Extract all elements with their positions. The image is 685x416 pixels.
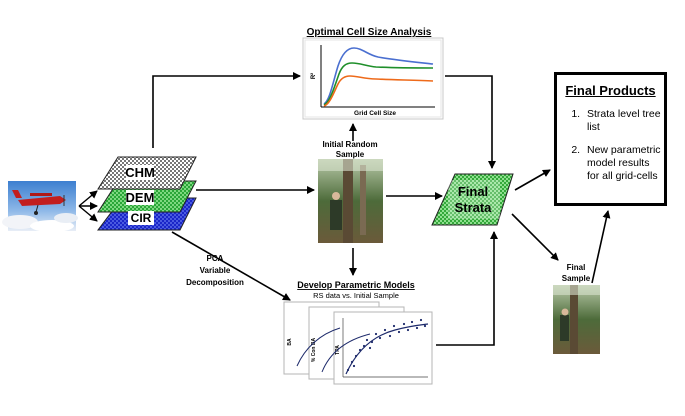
optimal-ylabel: R² bbox=[310, 73, 317, 79]
final-products-item-2: New parametric model results for all gri… bbox=[583, 144, 664, 183]
optimal-curve-blue bbox=[323, 47, 434, 105]
arrow-strata-to-final-sample bbox=[511, 213, 559, 261]
arrow-optimal-to-strata bbox=[445, 75, 496, 169]
final-strata-label-2: Strata bbox=[455, 200, 493, 215]
pca-label-1: PCA bbox=[207, 254, 224, 263]
plot-tpa: TPA bbox=[333, 311, 433, 385]
final-sample-label-1: Final bbox=[567, 263, 586, 272]
optimal-chart-title: Optimal Cell Size Analysis bbox=[307, 27, 432, 38]
final-products-title: Final Products bbox=[565, 83, 656, 98]
pca-label-2: Variable bbox=[200, 266, 231, 275]
plot-con-ba-label: % Con BA bbox=[311, 338, 317, 363]
optimal-curve-green bbox=[323, 62, 434, 106]
arrow-chm-to-optimal bbox=[152, 72, 301, 148]
parametric-plots: BA % Con BA TPA bbox=[283, 301, 433, 385]
final-products-item-1: Strata level tree list bbox=[583, 108, 664, 134]
dem-label: DEM bbox=[126, 190, 155, 205]
parametric-subtitle: RS data vs. Initial Sample bbox=[313, 291, 399, 300]
plane-to-layers-arrows bbox=[78, 190, 98, 222]
arrow-strata-to-products bbox=[514, 169, 551, 191]
pca-label-3: Decomposition bbox=[186, 278, 244, 287]
optimal-curve-orange bbox=[323, 75, 434, 107]
final-strata-shape bbox=[431, 173, 514, 226]
final-products-box: Final Products Strata level tree list Ne… bbox=[554, 72, 667, 206]
flow-arrows bbox=[152, 72, 611, 346]
plot-tpa-points bbox=[346, 318, 427, 372]
initial-sample-label-2: Sample bbox=[336, 150, 365, 159]
initial-sample-photo bbox=[318, 159, 383, 243]
parametric-title: Develop Parametric Models bbox=[297, 280, 415, 290]
optimal-cell-size-chart: Optimal Cell Size Analysis R² Grid Cell … bbox=[302, 27, 444, 120]
optimal-xlabel: Grid Cell Size bbox=[354, 110, 396, 117]
final-sample-photo bbox=[553, 285, 600, 354]
arrow-cir-to-models bbox=[171, 231, 291, 301]
cir-label: CIR bbox=[131, 211, 152, 225]
layer-stack: CHM DEM CIR bbox=[97, 156, 197, 231]
airplane-image bbox=[2, 181, 78, 232]
initial-sample-label-1: Initial Random bbox=[322, 140, 377, 149]
chm-label: CHM bbox=[125, 165, 155, 180]
arrow-models-to-strata bbox=[436, 231, 498, 346]
final-strata-label-1: Final bbox=[458, 184, 488, 199]
plot-ba-label: BA bbox=[287, 338, 293, 346]
final-products-list: Strata level tree list New parametric mo… bbox=[557, 108, 664, 183]
arrow-final-sample-to-products bbox=[591, 210, 611, 284]
final-sample-label-2: Sample bbox=[562, 274, 591, 283]
